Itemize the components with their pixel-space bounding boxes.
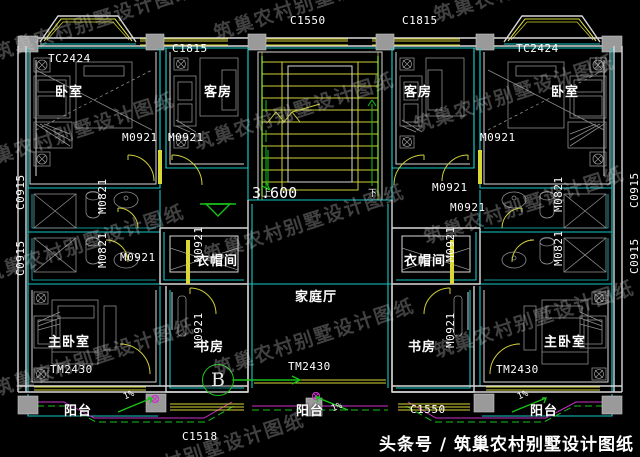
bay-window-top-right xyxy=(503,15,601,45)
interior-partitions xyxy=(28,48,612,200)
opening-label-m0921-g: M0921 xyxy=(192,226,205,262)
room-outline-family-hall xyxy=(247,199,393,392)
room-label-balcony-left: 阳台 xyxy=(64,404,93,419)
section-mark-b: B xyxy=(202,364,234,396)
staircase xyxy=(257,51,383,201)
room-outline-master-right xyxy=(479,286,613,387)
furniture-bedroom-right xyxy=(487,57,607,167)
section-line-b xyxy=(232,375,302,385)
opening-label-c0915-l1: C0915 xyxy=(14,174,27,210)
room-label-master-right: 主卧室 xyxy=(544,335,587,350)
bay-window-top-left xyxy=(39,15,137,45)
opening-label-m0821-l1: M0821 xyxy=(96,178,109,214)
stair-down-marker: 下 xyxy=(368,189,378,199)
opening-label-c1550-bottom: C1550 xyxy=(410,403,446,416)
room-label-study-right: 书房 xyxy=(408,340,437,355)
room-label-bedroom-left-top: 卧室 xyxy=(55,85,84,100)
opening-label-tc2424-left: TC2424 xyxy=(48,52,91,65)
room-label-balcony-center: 阳台 xyxy=(296,404,325,419)
top-exterior-wall xyxy=(18,37,622,49)
opening-label-c0915-r2: C0915 xyxy=(628,238,640,274)
opening-label-tm2430-right: TM2430 xyxy=(496,363,539,376)
publisher-credit: 头条号 / 筑巢农村别墅设计图纸 xyxy=(378,435,634,455)
room-label-cloakroom-right: 衣帽间 xyxy=(404,254,447,269)
opening-label-m0821-l2: M0821 xyxy=(96,232,109,268)
elevation-value: 3.600 xyxy=(252,184,298,202)
bathroom-left-upper xyxy=(27,190,161,233)
opening-label-c1518: C1518 xyxy=(182,430,218,443)
room-label-family-hall: 家庭厅 xyxy=(295,290,338,305)
opening-label-tm2430-center: TM2430 xyxy=(288,360,331,373)
room-outline-master-left xyxy=(27,286,161,387)
stair-up-marker: 上 xyxy=(262,189,272,199)
opening-label-c1815-left: C1815 xyxy=(172,42,208,55)
opening-label-m0921-j: M0921 xyxy=(444,312,457,348)
furniture-bedroom-left xyxy=(33,57,153,167)
room-outline-cloakroom-left xyxy=(159,227,249,285)
room-label-study-left: 书房 xyxy=(196,340,225,355)
door-swings xyxy=(119,150,521,375)
room-label-guestroom-right: 客房 xyxy=(404,85,433,100)
opening-label-tm2430-left: TM2430 xyxy=(50,363,93,376)
bottom-wall-and-balconies xyxy=(17,379,623,423)
elevation-marker xyxy=(200,203,236,217)
bathroom-right-upper xyxy=(479,190,613,233)
room-label-guestroom-left: 客房 xyxy=(204,85,233,100)
opening-label-m0921-a: M0921 xyxy=(122,131,158,144)
opening-label-c0915-r1: C0915 xyxy=(628,172,640,208)
room-label-cloakroom-left: 衣帽间 xyxy=(196,254,239,269)
opening-label-m0921-c: M0921 xyxy=(480,131,516,144)
opening-label-m0921-f: M0921 xyxy=(120,251,156,264)
opening-label-c1815-right: C1815 xyxy=(402,14,438,27)
opening-label-m0921-d: M0921 xyxy=(432,181,468,194)
opening-label-c0915-l2: C0915 xyxy=(14,240,27,276)
room-label-balcony-right: 阳台 xyxy=(530,404,559,419)
opening-label-m0921-e: M0921 xyxy=(450,201,486,214)
opening-label-m0921-h: M0921 xyxy=(444,226,457,262)
opening-label-c1550-top: C1550 xyxy=(290,14,326,27)
columns-top xyxy=(17,33,623,53)
opening-label-m0921-i: M0921 xyxy=(192,312,205,348)
room-outline-guestroom-right xyxy=(391,48,475,169)
bathroom-right-lower xyxy=(479,234,613,285)
room-label-bedroom-right-top: 卧室 xyxy=(551,85,580,100)
room-label-master-left: 主卧室 xyxy=(48,335,91,350)
opening-label-m0821-r2: M0821 xyxy=(552,230,565,266)
opening-label-tc2424-right: TC2424 xyxy=(516,42,559,55)
opening-label-m0921-b: M0921 xyxy=(168,131,204,144)
opening-label-m0821-r1: M0821 xyxy=(552,176,565,212)
room-outline-guestroom-left xyxy=(165,48,249,169)
